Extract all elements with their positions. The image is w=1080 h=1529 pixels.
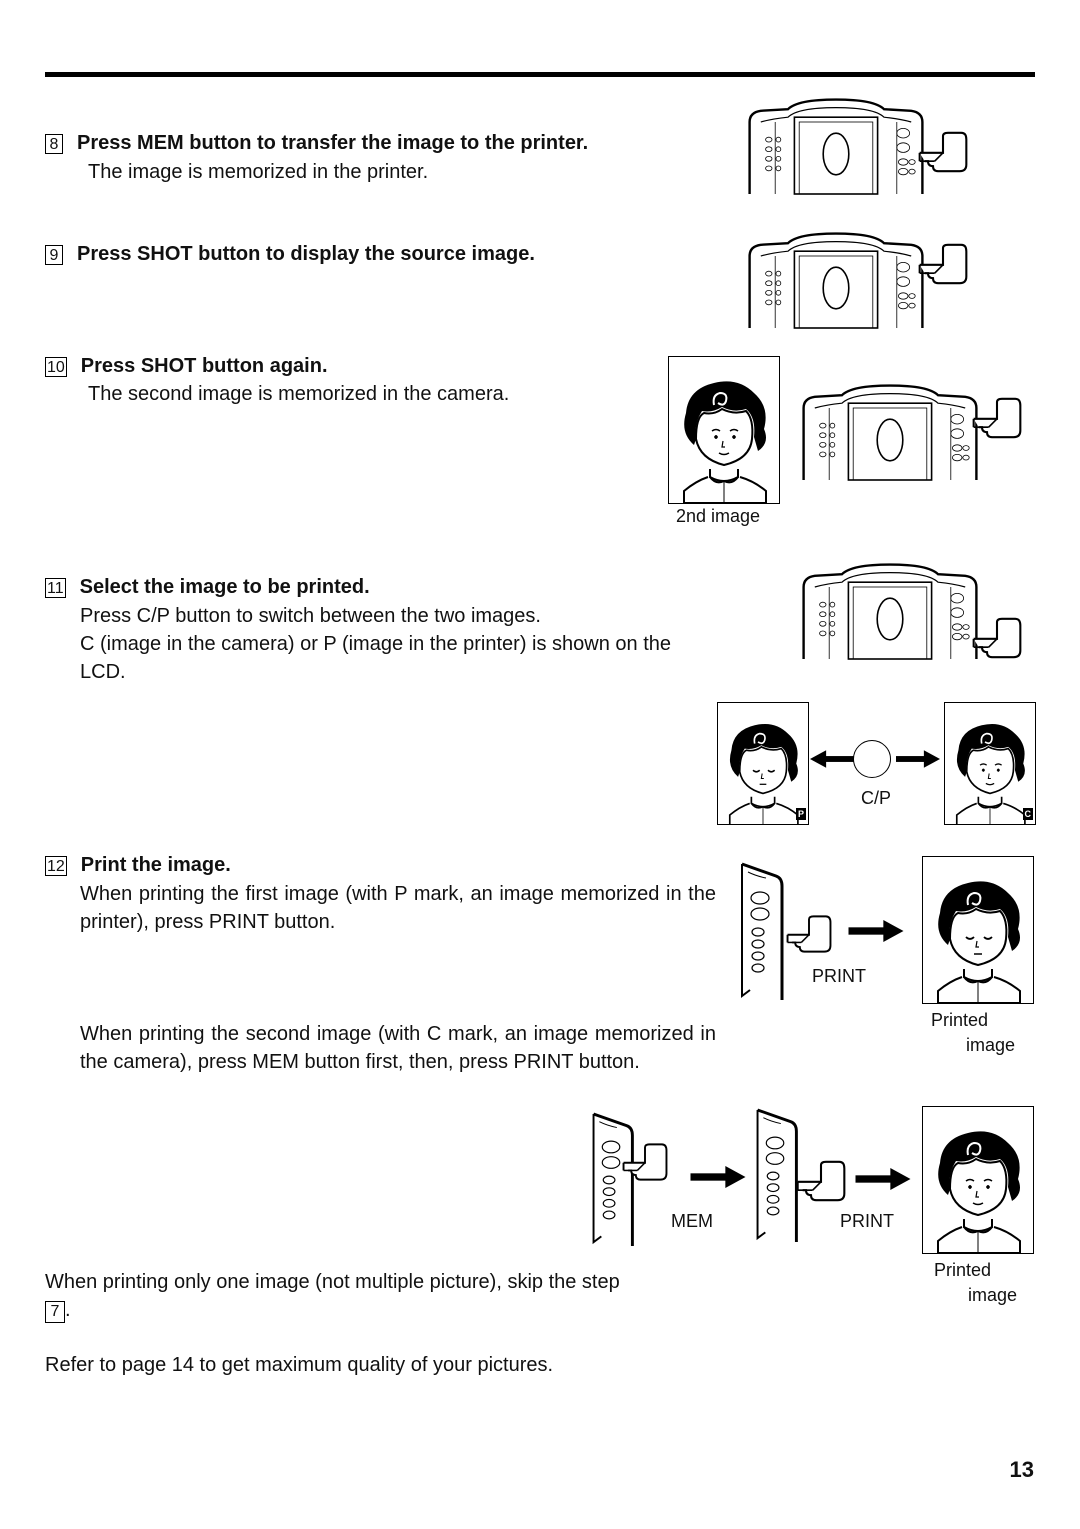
step-12: 12 Print the image.	[45, 854, 231, 877]
print-button-label: PRINT	[840, 1211, 894, 1231]
arrow-left-icon	[810, 750, 854, 768]
printed-caption: Printed	[931, 1010, 989, 1030]
cp-button-label: C/P	[861, 788, 892, 808]
portrait-image	[955, 723, 1026, 824]
step-number: 12	[45, 855, 67, 876]
pointing-hand-icon	[918, 131, 968, 173]
top-rule	[45, 72, 1035, 77]
camera-device-illustration	[802, 384, 978, 482]
step-title: Select the image to be printed.	[79, 576, 370, 599]
image-caption: image	[968, 1285, 1018, 1305]
printed-image-frame	[922, 1106, 1034, 1254]
printed-caption: Printed	[934, 1260, 992, 1280]
step-ref-7: 7	[45, 1301, 65, 1323]
refer-note: Refer to page 14 to get maximum quality …	[45, 1354, 554, 1376]
step-11-text-2: C (image in the camera) or P (image in t…	[80, 633, 672, 683]
printer-image-frame: P	[717, 702, 809, 825]
print-button-label: PRINT	[812, 966, 866, 986]
image-caption: image	[966, 1035, 1016, 1055]
second-image-caption: 2nd image	[676, 506, 761, 526]
step-12-text-1: When printing the first image (with P ma…	[80, 883, 716, 933]
portrait-image-closed-eyes	[728, 723, 799, 824]
device-side-view	[740, 862, 784, 1002]
portrait-image	[936, 1130, 1022, 1253]
camera-device-illustration	[748, 98, 924, 196]
step-title: Press SHOT button to display the source …	[77, 243, 535, 266]
arrow-right-icon	[855, 1168, 911, 1190]
step-9: 9 Press SHOT button to display the source…	[45, 243, 535, 266]
camera-device-illustration	[802, 562, 978, 661]
step-10-text: The second image is memorized in the cam…	[88, 383, 510, 405]
page-number: 13	[1009, 1457, 1034, 1482]
p-mark-badge: P	[795, 808, 806, 820]
step-8: 8 Press MEM button to transfer the image …	[45, 132, 588, 155]
camera-device-illustration	[748, 232, 924, 330]
step-12-text-2: When printing the second image (with C m…	[80, 1023, 716, 1073]
portrait-image-closed-eyes	[936, 880, 1022, 1003]
step-11-text-1: Press C/P button to switch between the t…	[80, 605, 541, 627]
arrow-right-icon	[690, 1166, 746, 1188]
arrow-right-icon	[848, 920, 904, 942]
pointing-hand-icon	[786, 915, 832, 953]
step-8-text: The image is memorized in the printer.	[88, 161, 429, 183]
portrait-image	[682, 380, 768, 503]
arrow-right-icon	[896, 750, 940, 768]
skip-note-text: When printing only one image (not multip…	[45, 1271, 620, 1293]
pointing-hand-icon	[972, 617, 1022, 659]
pointing-hand-icon	[918, 243, 968, 285]
second-image-frame	[668, 356, 780, 504]
pointing-hand-icon	[796, 1160, 846, 1202]
skip-note-end: .	[65, 1299, 71, 1321]
pointing-hand-icon	[622, 1143, 668, 1181]
step-number: 10	[45, 356, 67, 377]
printed-image-frame	[922, 856, 1034, 1004]
cp-button-icon	[853, 740, 891, 778]
step-number: 9	[45, 244, 63, 265]
step-number: 8	[45, 133, 63, 154]
step-title: Press SHOT button again.	[80, 355, 328, 378]
step-number: 11	[45, 577, 66, 598]
camera-image-frame: C	[944, 702, 1036, 825]
c-mark-badge: C	[1022, 808, 1033, 820]
step-11: 11 Select the image to be printed.	[45, 576, 370, 599]
step-title: Print the image.	[80, 854, 231, 877]
step-title: Press MEM button to transfer the image t…	[77, 132, 589, 155]
mem-button-label: MEM	[671, 1211, 713, 1231]
step-10: 10 Press SHOT button again.	[45, 355, 328, 378]
pointing-hand-icon	[972, 397, 1022, 439]
skip-step-note: When printing only one image (not multip…	[45, 1268, 717, 1324]
